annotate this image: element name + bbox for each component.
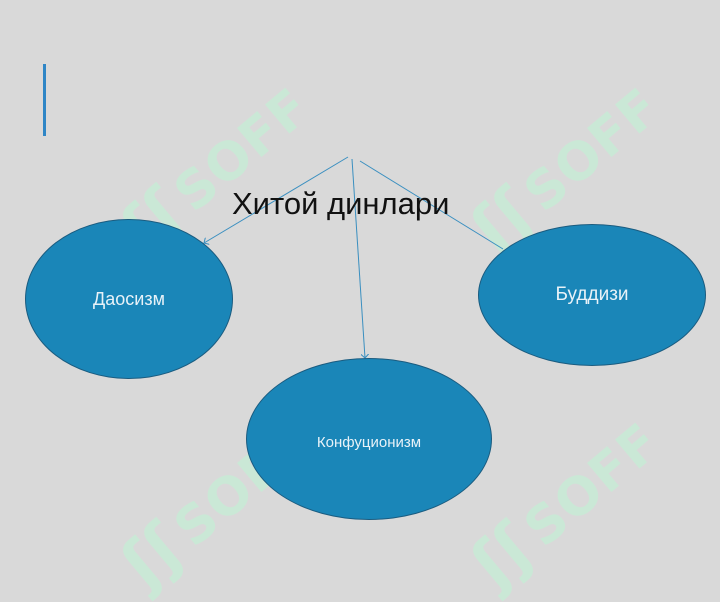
connector-to-confucianism — [351, 158, 365, 358]
connector-to-buddhism — [359, 160, 504, 250]
connector-to-daoism — [204, 156, 349, 243]
node-daoism: Даосизм — [25, 219, 233, 379]
node-confucianism: Конфуционизм — [246, 358, 492, 520]
node-label: Буддизи — [555, 284, 629, 305]
accent-bar — [43, 64, 46, 136]
diagram-title: Хитой динлари — [232, 186, 450, 221]
node-label: Конфуционизм — [316, 433, 422, 451]
connector-lines — [0, 156, 504, 540]
node-label: Даосизм — [93, 288, 165, 309]
node-buddhism: Буддизи — [478, 224, 706, 366]
